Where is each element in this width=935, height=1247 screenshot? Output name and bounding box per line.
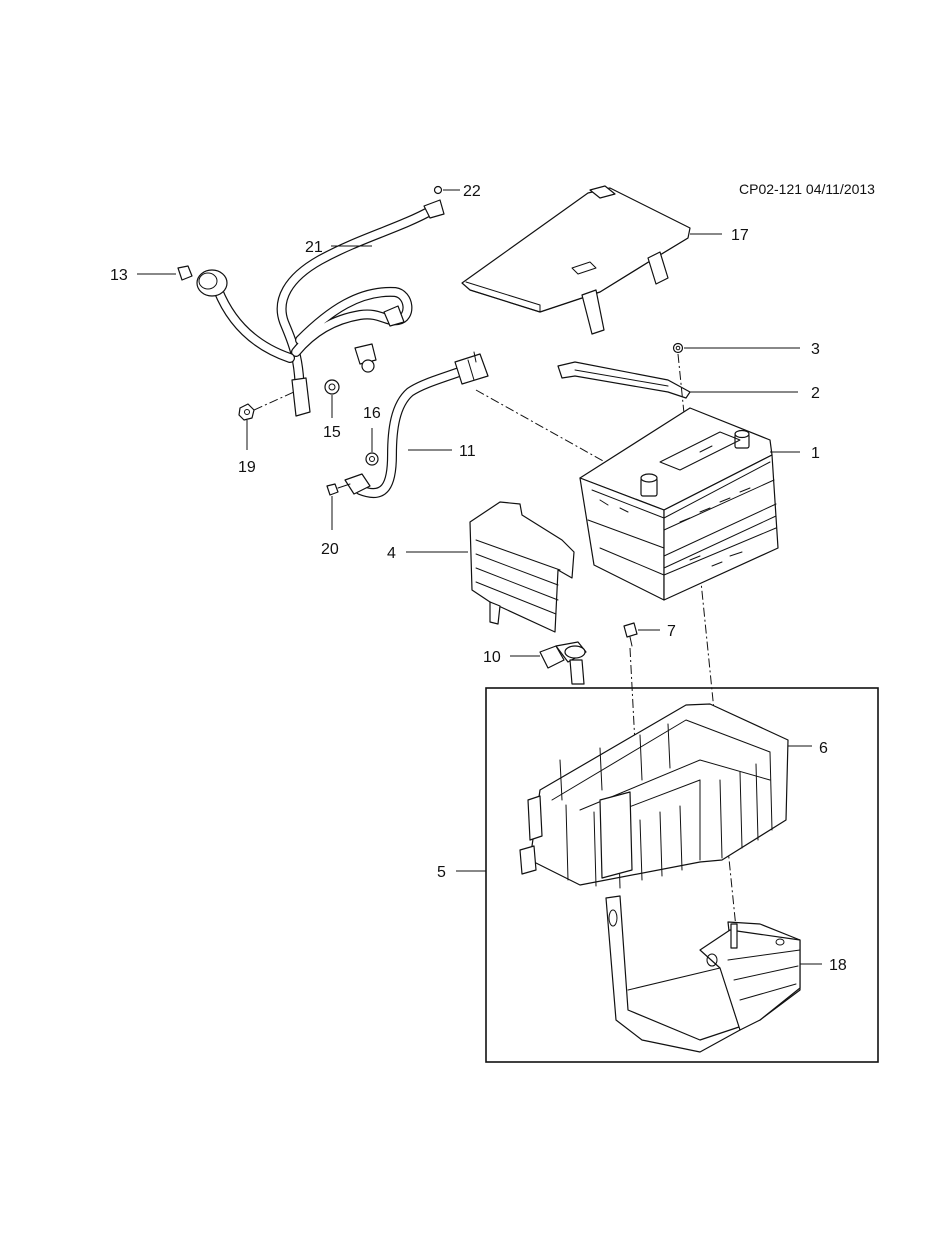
- callout-18: 18: [829, 957, 847, 974]
- terminal-cap-part-13: [177, 265, 228, 297]
- callout-21: 21: [305, 239, 323, 256]
- battery-cable-part-11: [344, 351, 489, 499]
- callout-7: 7: [667, 623, 676, 640]
- callout-11: 11: [459, 443, 476, 460]
- callout-22: 22: [463, 183, 481, 200]
- callout-19: 19: [238, 459, 256, 476]
- callout-4: 4: [387, 545, 396, 562]
- document-reference: CP02-121 04/11/2013: [739, 181, 875, 197]
- callout-13: 13: [110, 267, 128, 284]
- battery-part-1: [579, 407, 779, 601]
- grommet-part-15: [324, 379, 340, 395]
- callout-16: 16: [363, 405, 381, 422]
- cable-harness-part-21: [213, 199, 445, 417]
- tray-assembly-frame: [485, 687, 879, 1063]
- clip-part-22: [433, 185, 443, 195]
- callout-17: 17: [731, 227, 749, 244]
- battery-cover-part-17: [461, 185, 691, 335]
- callout-6: 6: [819, 740, 828, 757]
- callout-3: 3: [811, 341, 820, 358]
- bolt-part-20: [326, 483, 351, 496]
- nut-part-19: [238, 403, 255, 421]
- bolt-part-3: [672, 342, 684, 354]
- battery-tray-part-6: [519, 703, 789, 889]
- callout-15: 15: [323, 424, 341, 441]
- grommet-part-16: [365, 452, 379, 466]
- heat-shield-part-4: [469, 501, 575, 633]
- callout-20: 20: [321, 541, 339, 558]
- tray-bracket-part-18: [605, 895, 801, 1053]
- callout-10: 10: [483, 649, 501, 666]
- battery-sensor-part-10: [539, 641, 587, 685]
- callout-5: 5: [437, 864, 446, 881]
- callout-2: 2: [811, 385, 820, 402]
- screw-part-7: [623, 622, 638, 647]
- callout-1: 1: [811, 445, 820, 462]
- hold-down-clamp-part-2: [557, 361, 691, 399]
